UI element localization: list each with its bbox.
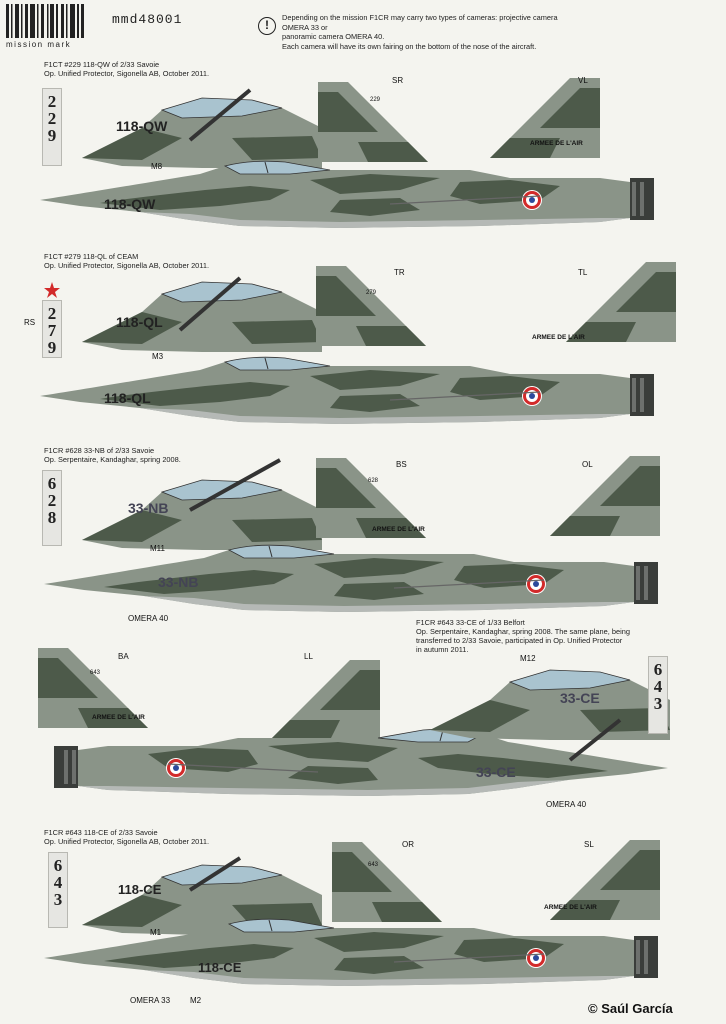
product-code: mmd48001 xyxy=(112,12,183,27)
profile-caption-title: F1CR #628 33-NB of 2/33 Savoie xyxy=(44,446,155,455)
code-digit: 4 xyxy=(53,873,63,892)
label-m11: M11 xyxy=(150,544,165,553)
barcode-logo-icon xyxy=(6,4,84,38)
label-tr: TR xyxy=(394,268,405,277)
fuselage-code: 118-CE xyxy=(198,960,242,975)
label-sr: SR xyxy=(392,76,404,85)
profile-5-code-strip: 6 4 3 xyxy=(48,852,68,928)
profile-caption-title: F1CR #643 33-CE of 1/33 Belfort xyxy=(416,618,525,627)
profile-5-caption: F1CR #643 118-CE of 2/33 Savoie Op. Unif… xyxy=(44,828,209,846)
fuselage-code: 118-QW xyxy=(104,196,156,212)
code-digit: 6 xyxy=(47,474,57,493)
code-digit: 2 xyxy=(47,491,57,510)
code-digit: 6 xyxy=(653,660,663,679)
profile-3-caption: F1CR #628 33-NB of 2/33 Savoie Op. Serpe… xyxy=(44,446,181,464)
fin-number: 229 xyxy=(370,97,381,103)
fuselage-code: 33-NB xyxy=(158,574,199,590)
fin-number: 643 xyxy=(368,862,379,868)
label-tl: TL xyxy=(578,268,588,277)
cockpit-code: 118-CE xyxy=(118,882,162,897)
camera-note: Depending on the mission F1CR may carry … xyxy=(282,13,582,51)
code-digit: 6 xyxy=(53,856,63,875)
profile-2-caption: F1CT #279 118-QL of CEAM Op. Unified Pro… xyxy=(44,252,209,270)
profile-4-artwork xyxy=(38,648,671,797)
profile-2-artwork xyxy=(39,262,676,425)
fin-number: 279 xyxy=(366,290,377,296)
label-ol: OL xyxy=(582,460,593,469)
profile-caption-detail: in autumn 2011. xyxy=(416,645,469,654)
cockpit-code: 118-QL xyxy=(116,314,163,330)
label-ll: LL xyxy=(304,652,313,661)
profile-5-artwork xyxy=(43,840,660,987)
fin-number: 643 xyxy=(90,670,101,676)
wing-text: ARMEE DE L'AIR xyxy=(372,526,425,533)
profile-3-code-strip: 6 2 8 xyxy=(42,470,62,546)
profile-2-code-strip: 2 7 9 xyxy=(42,300,62,358)
label-m1: M1 xyxy=(150,928,162,937)
profile-1-code-strip: 2 2 9 xyxy=(42,88,62,166)
label-omera-33: OMERA 33 xyxy=(130,996,171,1005)
camera-note-line: panoramic camera OMERA 40. xyxy=(282,32,385,41)
profile-caption-detail: Op. Unified Protector, Sigonella AB, Oct… xyxy=(44,837,210,846)
label-ba: BA xyxy=(118,652,129,661)
profile-4-code-strip: 6 4 3 xyxy=(648,656,668,734)
code-digit: 2 xyxy=(47,304,57,323)
label-m2: M2 xyxy=(190,996,202,1005)
profile-caption-title: F1CT #229 118-QW of 2/33 Savoie xyxy=(44,60,160,69)
pitot-probe xyxy=(188,88,252,142)
wing-text: ARMEE DE L'AIR xyxy=(544,904,597,911)
profile-1-caption: F1CT #229 118-QW of 2/33 Savoie Op. Unif… xyxy=(44,60,209,78)
profile-caption-title: F1CT #279 118-QL of CEAM xyxy=(44,252,139,261)
code-digit: 4 xyxy=(653,677,663,696)
code-digit: 9 xyxy=(47,126,57,145)
label-vl: VL xyxy=(578,76,588,85)
wing-text: ARMEE DE L'AIR xyxy=(530,140,583,147)
red-star-icon xyxy=(44,282,60,298)
label-bs: BS xyxy=(396,460,407,469)
profile-caption-title: F1CR #643 118-CE of 2/33 Savoie xyxy=(44,828,158,837)
logo-wordmark: mission mark xyxy=(6,40,72,49)
fin-number: 628 xyxy=(368,478,379,484)
label-omera-40: OMERA 40 xyxy=(546,800,587,809)
cockpit-code: 33-NB xyxy=(128,500,169,516)
profile-1-artwork xyxy=(39,78,655,229)
wing-text: ARMEE DE L'AIR xyxy=(92,714,145,721)
code-digit: 9 xyxy=(47,338,57,357)
label-or: OR xyxy=(402,840,414,849)
fuselage-code: 118-QL xyxy=(104,390,151,406)
code-digit: 2 xyxy=(47,92,57,111)
code-digit: 3 xyxy=(53,890,63,909)
label-omera-40: OMERA 40 xyxy=(128,614,169,623)
label-rs: RS xyxy=(24,318,36,327)
camera-note-line: Depending on the mission F1CR may carry … xyxy=(282,13,558,32)
profile-caption-detail: Op. Unified Protector, Sigonella AB, Oct… xyxy=(44,261,210,270)
camera-note-line: Each camera will have its own fairing on… xyxy=(282,41,537,51)
code-digit: 2 xyxy=(47,109,57,128)
profile-caption-detail: Op. Serpentaire, Kandaghar, spring 2008. xyxy=(44,455,181,464)
cockpit-code: 33-CE xyxy=(560,690,600,706)
exclamation-circle-icon: ! xyxy=(258,17,276,35)
profile-caption-detail: Op. Unified Protector, Sigonella AB, Oct… xyxy=(44,69,210,78)
profile-caption-detail: Op. Serpentaire, Kandaghar, spring 2008.… xyxy=(416,627,630,636)
label-m3: M3 xyxy=(152,352,164,361)
fuselage-code: 33-CE xyxy=(476,764,516,780)
profile-3-artwork xyxy=(43,456,660,613)
profile-4-caption: F1CR #643 33-CE of 1/33 Belfort Op. Serp… xyxy=(416,618,630,654)
profile-caption-detail: transferred to 2/33 Savoie, participated… xyxy=(416,636,623,645)
photo-credit: © Saúl García xyxy=(588,1001,673,1016)
label-m12: M12 xyxy=(520,654,536,663)
code-digit: 3 xyxy=(653,694,663,713)
code-digit: 8 xyxy=(47,508,57,527)
mission-mark-logo: mission mark xyxy=(6,4,86,49)
sheet-header: mission mark mmd48001 ! Depending on the… xyxy=(0,0,726,60)
cockpit-code: 118-QW xyxy=(116,118,168,134)
label-sl: SL xyxy=(584,840,594,849)
code-digit: 7 xyxy=(47,321,57,340)
wing-text: ARMEE DE L'AIR xyxy=(532,334,585,341)
label-m8: M8 xyxy=(151,162,163,171)
